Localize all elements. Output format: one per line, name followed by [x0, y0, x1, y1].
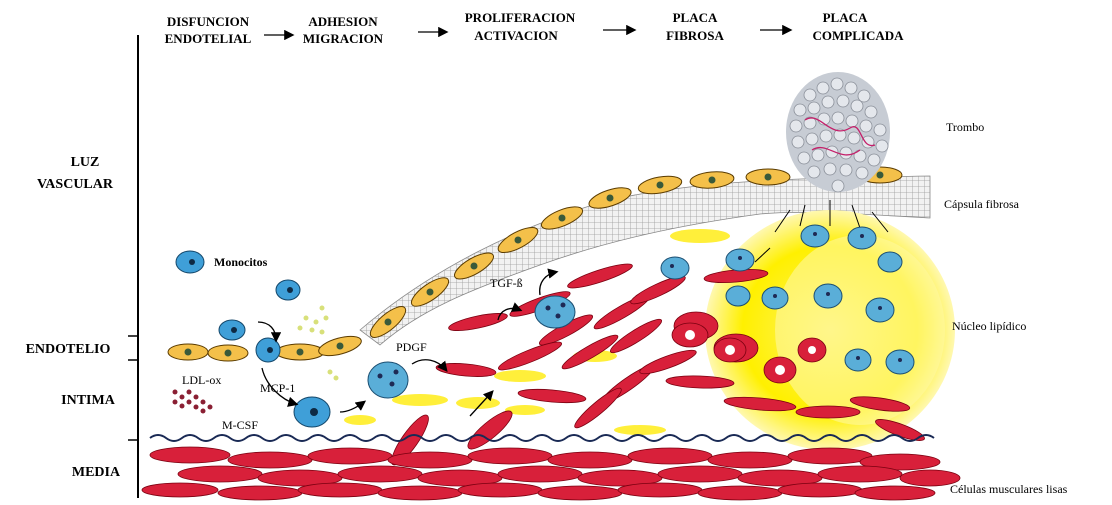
stage-4-line-2: FIBROSA — [666, 28, 724, 43]
stage-3-line-2: ACTIVACION — [474, 28, 558, 43]
monocytes — [176, 251, 330, 427]
label-monocitos: Monocitos — [214, 255, 268, 269]
layer-luz-line-2: VASCULAR — [37, 177, 114, 192]
label-tgf-b: TGF-ß — [490, 276, 523, 290]
stage-2-line-2: MIGRACION — [303, 31, 384, 46]
ldl-ox-particles — [173, 390, 213, 414]
stage-1-line-2: ENDOTELIAL — [165, 31, 252, 46]
label-nucleo-lipidico: Núcleo lipídico — [952, 319, 1026, 333]
label-ldl-ox: LDL-ox — [182, 373, 221, 387]
stage-labels: DISFUNCION ENDOTELIAL ADHESION MIGRACION… — [165, 10, 904, 46]
stage-3-line-1: PROLIFERACION — [465, 10, 576, 25]
thrombus — [786, 72, 890, 192]
label-mcp-1: MCP-1 — [260, 381, 295, 395]
layer-media: MEDIA — [72, 465, 121, 480]
label-pdgf: PDGF — [396, 340, 427, 354]
layer-intima: INTIMA — [61, 393, 116, 408]
layer-labels: LUZ VASCULAR ENDOTELIO INTIMA MEDIA — [26, 155, 121, 480]
label-celulas-musculares-lisas: Células musculares lisas — [950, 482, 1068, 496]
stage-5-line-1: PLACA — [823, 10, 868, 25]
label-capsula-fibrosa: Cápsula fibrosa — [944, 197, 1020, 211]
structure-labels: Trombo Cápsula fibrosa Núcleo lipídico C… — [944, 120, 1068, 496]
media-smooth-muscle-band — [142, 447, 960, 500]
label-m-csf: M-CSF — [222, 418, 258, 432]
stage-2-line-1: ADHESION — [308, 14, 378, 29]
layer-luz-line-1: LUZ — [71, 155, 100, 170]
layer-endotelio: ENDOTELIO — [26, 342, 111, 357]
stage-5-line-2: COMPLICADA — [813, 28, 905, 43]
stage-1-line-1: DISFUNCION — [167, 14, 250, 29]
stage-4-line-1: PLACA — [673, 10, 718, 25]
label-trombo: Trombo — [946, 120, 984, 134]
monocyte-nuclei — [189, 259, 318, 416]
